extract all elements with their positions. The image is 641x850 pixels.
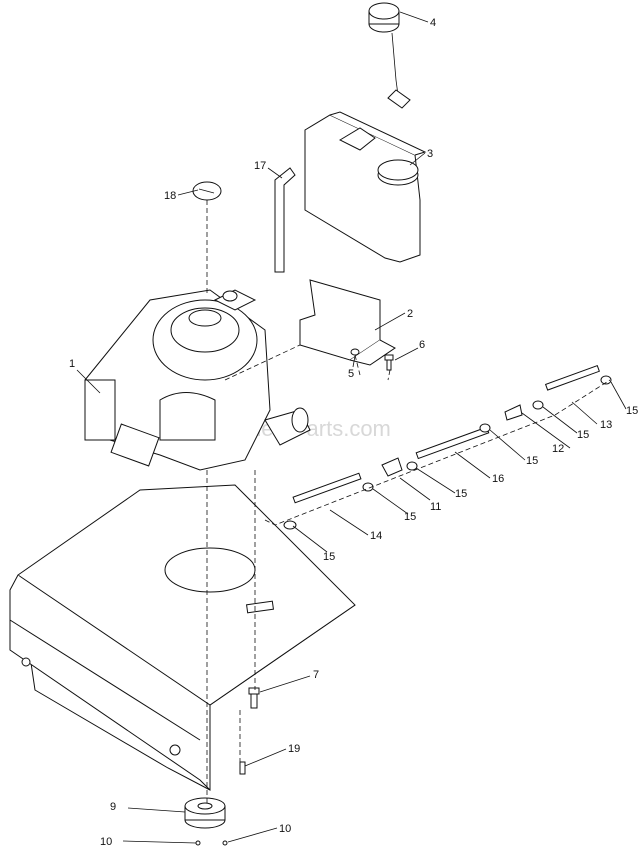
callout-10a: 10: [100, 836, 112, 848]
callout-18: 18: [164, 190, 176, 202]
callout-1: 1: [69, 358, 75, 370]
tank-bracket: [299, 279, 396, 366]
callout-15c: 15: [455, 488, 467, 500]
mount-spacer-9: [184, 797, 226, 829]
callout-10b: 10: [279, 823, 291, 835]
callout-2: 2: [407, 308, 413, 320]
deck-plate: [9, 484, 356, 791]
callout-19: 19: [288, 743, 300, 755]
assembly-lines: [206, 200, 391, 805]
callout-17: 17: [254, 160, 266, 172]
nuts-10: [195, 840, 228, 846]
callout-5: 5: [348, 368, 354, 380]
callout-6: 6: [419, 339, 425, 351]
vent-hose: [274, 167, 296, 273]
callout-15b: 15: [404, 511, 416, 523]
callout-14: 14: [370, 530, 382, 542]
callout-15f: 15: [626, 405, 638, 417]
screw-6: [384, 354, 394, 371]
callout-11: 11: [430, 501, 441, 513]
callout-13: 13: [600, 419, 612, 431]
fuel-line-assembly: [264, 364, 612, 530]
callout-15a: 15: [323, 551, 335, 563]
callout-15d: 15: [526, 455, 538, 467]
bolt-19: [239, 761, 246, 775]
callout-15e: 15: [577, 429, 589, 441]
fuel-cap: [368, 2, 411, 109]
callout-4: 4: [430, 17, 436, 29]
bolt-7: [248, 687, 260, 709]
leader-lines: [76, 11, 627, 844]
callout-12: 12: [552, 443, 564, 455]
fuel-tank: [304, 111, 427, 263]
callout-7: 7: [313, 669, 319, 681]
callout-9: 9: [110, 801, 116, 813]
callout-16: 16: [492, 473, 504, 485]
callout-labels: 1 2 3 4 5 6 7 9 10 10 11 12 13 14 15 15 …: [69, 17, 638, 848]
engine: [84, 289, 311, 471]
decal: [192, 181, 222, 201]
callout-3: 3: [427, 148, 433, 160]
